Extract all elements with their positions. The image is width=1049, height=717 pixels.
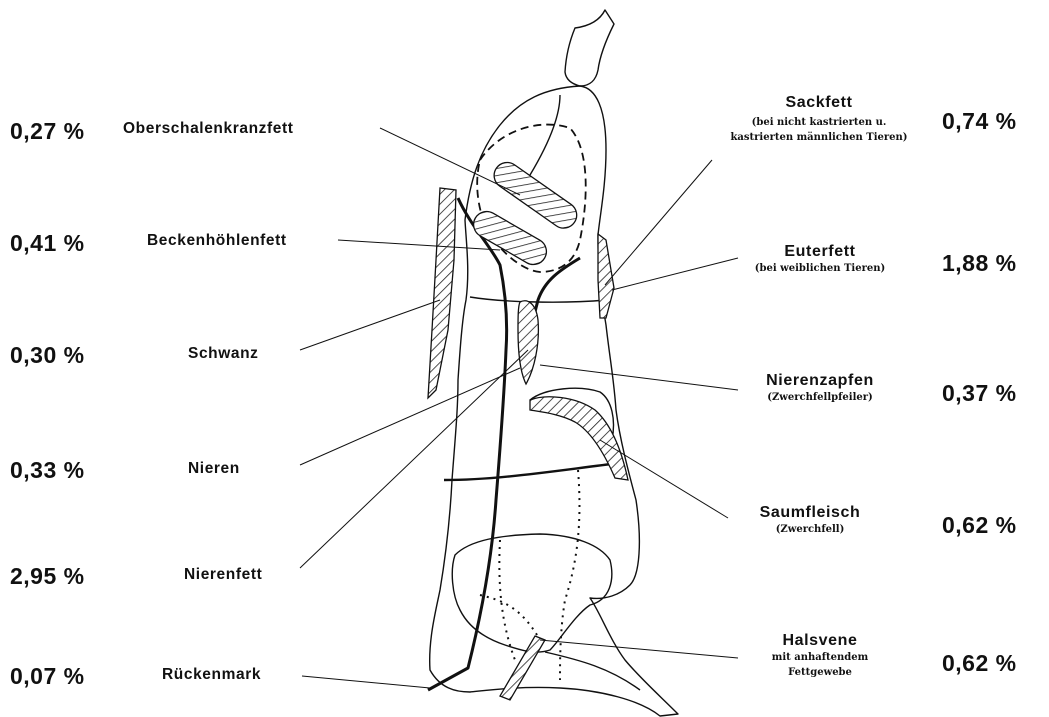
leader-euterfett: [612, 258, 738, 290]
pct-sackfett: 0,74 %: [942, 108, 1017, 135]
dotted-line-3: [480, 595, 540, 640]
shank-outline: [565, 10, 614, 86]
label-nierenzapfen-sub1: (Zwerchfellpfeiler): [730, 390, 910, 405]
label-beckenhoehlenfett: Beckenhöhlenfett: [147, 232, 287, 250]
label-euterfett-title: Euterfett: [730, 243, 910, 261]
label-saumfleisch: Saumfleisch (Zwerchfell): [720, 504, 900, 537]
pct-oberschalenkranzfett: 0,27 %: [10, 118, 85, 145]
pct-halsvene: 0,62 %: [942, 650, 1017, 677]
hatch-nierenfett: [518, 301, 538, 384]
leader-halsvene: [540, 640, 738, 658]
label-halsvene: Halsvene mit anhaftendem Fettgewebe: [730, 632, 910, 680]
cut-line-2: [444, 463, 620, 480]
label-euterfett-sub1: (bei weiblichen Tieren): [730, 261, 910, 276]
label-nierenzapfen: Nierenzapfen (Zwerchfellpfeiler): [730, 372, 910, 405]
label-nierenzapfen-title: Nierenzapfen: [730, 372, 910, 390]
leader-nieren: [300, 368, 520, 465]
pct-beckenhoehlenfett: 0,41 %: [10, 230, 85, 257]
label-saumfleisch-sub1: (Zwerchfell): [720, 522, 900, 537]
label-rueckenmark: Rückenmark: [162, 666, 261, 684]
label-sackfett-title: Sackfett: [700, 94, 938, 112]
label-euterfett: Euterfett (bei weiblichen Tieren): [730, 243, 910, 276]
label-schwanz: Schwanz: [188, 345, 259, 363]
label-sackfett-sub1: (bei nicht kastrierten u.: [700, 115, 938, 130]
label-halsvene-sub2: Fettgewebe: [730, 665, 910, 680]
label-nieren: Nieren: [188, 460, 240, 478]
pct-nierenfett: 2,95 %: [10, 563, 85, 590]
pct-nierenzapfen: 0,37 %: [942, 380, 1017, 407]
label-nierenfett: Nierenfett: [184, 566, 262, 584]
pct-schwanz: 0,30 %: [10, 342, 85, 369]
hatch-schwanz: [428, 188, 456, 398]
pct-nieren: 0,33 %: [10, 457, 85, 484]
leader-nierenzapfen: [540, 365, 738, 390]
label-sackfett: Sackfett (bei nicht kastrierten u. kastr…: [700, 94, 938, 145]
leader-oberschalenkranzfett: [380, 128, 520, 195]
pct-rueckenmark: 0,07 %: [10, 663, 85, 690]
pct-saumfleisch: 0,62 %: [942, 512, 1017, 539]
label-oberschalenkranzfett: Oberschalenkranzfett: [123, 120, 294, 138]
label-halsvene-title: Halsvene: [730, 632, 910, 650]
leader-rueckenmark: [302, 676, 430, 688]
leader-beckenhoehlenfett: [338, 240, 500, 250]
label-saumfleisch-title: Saumfleisch: [720, 504, 900, 522]
dotted-line-2: [499, 540, 515, 660]
leader-sackfett: [605, 160, 712, 285]
pct-euterfett: 1,88 %: [942, 250, 1017, 277]
label-halsvene-sub1: mit anhaftendem: [730, 650, 910, 665]
hatch-euter: [598, 234, 614, 318]
dotted-line-1: [560, 470, 579, 680]
label-sackfett-sub2: kastrierten männlichen Tieren): [700, 130, 938, 145]
upper-crease: [530, 95, 560, 175]
leader-schwanz: [300, 300, 440, 350]
